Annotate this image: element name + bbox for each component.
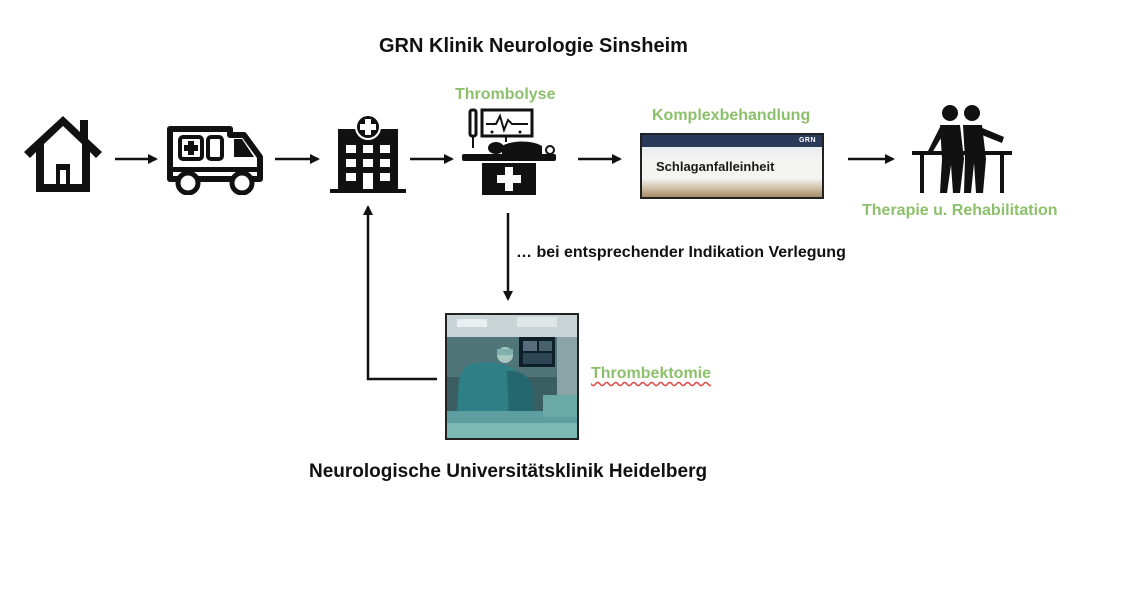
transfer-note: … bei entsprechender Indikation Verlegun… (516, 244, 846, 261)
thrombectomy-photo (445, 313, 579, 440)
arrow-return-to-hospital (363, 205, 437, 381)
thrombectomy-label: Thrombektomie (591, 365, 712, 382)
angio-suite-illustration (447, 315, 577, 438)
therapy-rehabilitation-label: Therapie u. Rehabilitation (862, 202, 1058, 219)
stroke-unit-sign-text: Schlaganfalleinheit (656, 159, 775, 174)
university-clinic-label: Neurologische Universitätsklinik Heidelb… (309, 461, 708, 482)
sign-header-band: GRN (642, 135, 822, 147)
hospital-icon (330, 115, 406, 193)
complex-treatment-label: Komplexbehandlung (652, 107, 811, 124)
ambulance-icon (167, 126, 263, 195)
stroke-unit-sign: GRN Schlaganfalleinheit (640, 133, 824, 199)
thrombolysis-bed-icon (462, 108, 556, 195)
rehabilitation-icon (912, 105, 1012, 193)
thrombolysis-label: Thrombolyse (455, 86, 556, 103)
diagram-title: GRN Klinik Neurologie Sinsheim (379, 35, 688, 57)
house-icon (24, 116, 102, 192)
grn-logo: GRN (798, 137, 816, 144)
